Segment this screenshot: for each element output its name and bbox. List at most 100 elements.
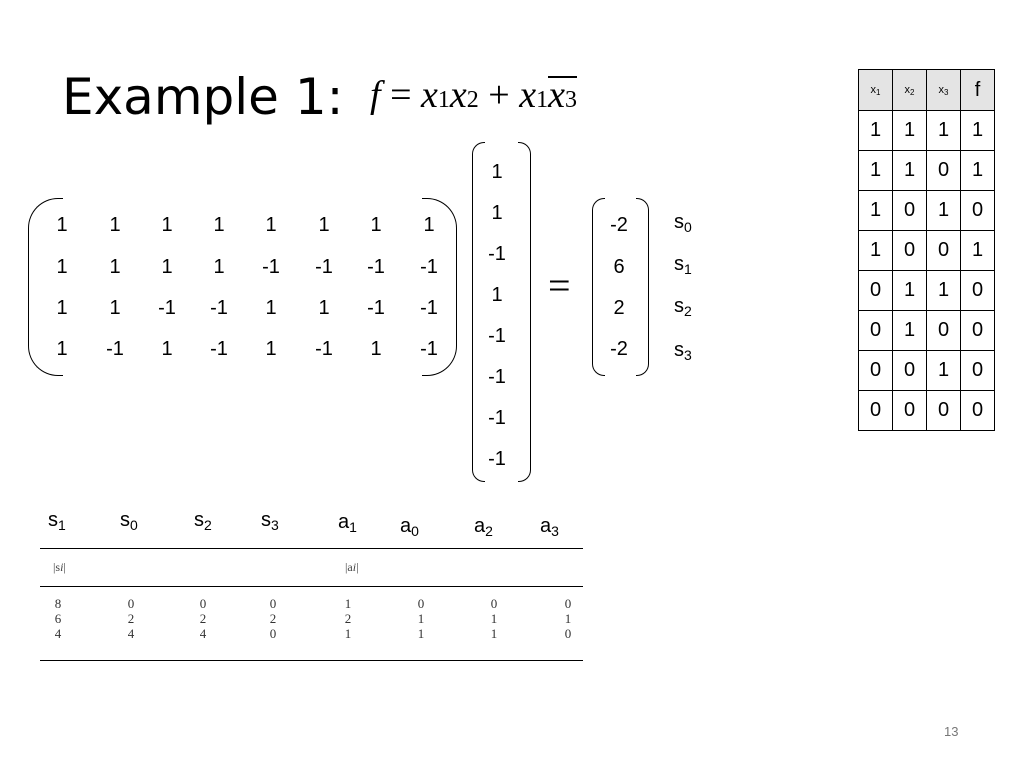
spectrum-value: 1 [564,611,572,626]
truth-table-cell: 0 [960,350,995,391]
matrix-cell: -1 [420,297,438,319]
matrix-cell: 1 [109,297,121,319]
spectrum-value: 1 [417,611,425,626]
s-subheader: |si| [53,560,66,575]
formula-x2: x [449,74,467,116]
spectrum-header-base: a [338,511,350,533]
spectral-label-base: s [674,211,684,233]
spectrum-value: 1 [490,626,498,641]
matrix-cell: 1 [265,297,277,319]
truth-table-cell: 0 [926,150,961,191]
spectrum-header: s0 [120,508,138,537]
formula-sub3: 3 [564,87,577,113]
spectrum-header: a0 [400,514,419,543]
truth-table-cell: 1 [892,310,927,351]
vector-cell: -1 [488,325,506,347]
spectrum-header-sub: 2 [485,523,493,539]
truth-table-cell: 0 [960,310,995,351]
spectrum-header-sub: 1 [58,517,66,533]
spectrum-value: 2 [269,611,277,626]
spectral-label: s0 [674,210,692,239]
formula-f: f [370,74,381,116]
truth-table-cell: 1 [858,150,893,191]
spectrum-value: 1 [417,626,425,641]
s-sub-index: i [60,560,64,574]
truth-table-cell: 0 [892,350,927,391]
truth-table-header-cell: f [960,69,995,111]
truth-table-cell: 0 [960,190,995,231]
matrix-cell: -1 [262,256,280,278]
truth-table-cell: 0 [926,230,961,271]
spectrum-header-sub: 0 [130,517,138,533]
a-sub-end: | [356,560,359,574]
vector-cell: -1 [488,366,506,388]
matrix-cell: 1 [56,338,68,360]
spectrum-header-base: s [261,509,271,531]
spectrum-header-sub: 0 [411,523,419,539]
matrix-cell: -1 [210,297,228,319]
spectral-label-base: s [674,295,684,317]
formula-x1: x [421,74,438,116]
spectrum-header-base: s [194,509,204,531]
vector-right-bracket [518,142,531,482]
truth-table-cell: 1 [926,110,961,151]
result-cell: -2 [610,214,628,236]
truth-table-header-cell: x2 [892,69,927,111]
spectrum-value: 0 [127,596,135,611]
spectrum-header-sub: 2 [204,517,212,533]
truth-table-cell: 1 [858,230,893,271]
vector-cell: 1 [491,284,503,306]
spectral-label-base: s [674,253,684,275]
spectrum-value: 2 [199,611,207,626]
header-base: x [870,83,877,96]
truth-table-cell: 1 [960,230,995,271]
matrix-cell: -1 [158,297,176,319]
spectrum-value: 0 [199,596,207,611]
spectrum-value: 1 [344,626,352,641]
spectrum-header-base: s [48,509,58,531]
matrix-cell: 1 [213,214,225,236]
boolean-formula: f = x1x2 + x1x3 [370,60,577,135]
matrix-cell: 1 [265,214,277,236]
spectral-label-sub: 2 [684,303,692,319]
spectrum-header-base: a [400,515,412,537]
matrix-cell: 1 [161,256,173,278]
truth-table-cell: 0 [858,390,893,431]
spectral-label-base: s [674,339,684,361]
truth-table-cell: 1 [960,150,995,191]
truth-table-header-cell: x1 [858,69,893,111]
truth-table-cell: 0 [892,230,927,271]
matrix-cell: 1 [109,214,121,236]
truth-table-cell: 1 [858,110,893,151]
truth-table-cell: 0 [960,390,995,431]
truth-table-cell: 1 [892,110,927,151]
spectrum-value: 6 [54,611,62,626]
formula-x1b: x [519,74,537,116]
truth-table-cell: 1 [892,150,927,191]
s-sub-end: | [63,560,66,574]
matrix-cell: 1 [161,338,173,360]
result-cell: 6 [613,256,625,278]
truth-table-cell: 1 [926,270,961,311]
spectrum-header: a1 [338,510,357,539]
matrix-cell: 1 [213,256,225,278]
spectrum-value: 8 [54,596,62,611]
matrix-cell: -1 [367,256,385,278]
matrix-cell: -1 [315,256,333,278]
header-sub: 1 [876,87,881,97]
matrix-cell: -1 [367,297,385,319]
spectral-label: s1 [674,252,692,281]
spectral-label-sub: 3 [684,347,692,363]
spectrum-value: 1 [344,596,352,611]
matrix-cell: 1 [109,256,121,278]
result-cell: 2 [613,297,625,319]
vector-cell: -1 [488,448,506,470]
truth-table-cell: 1 [960,110,995,151]
